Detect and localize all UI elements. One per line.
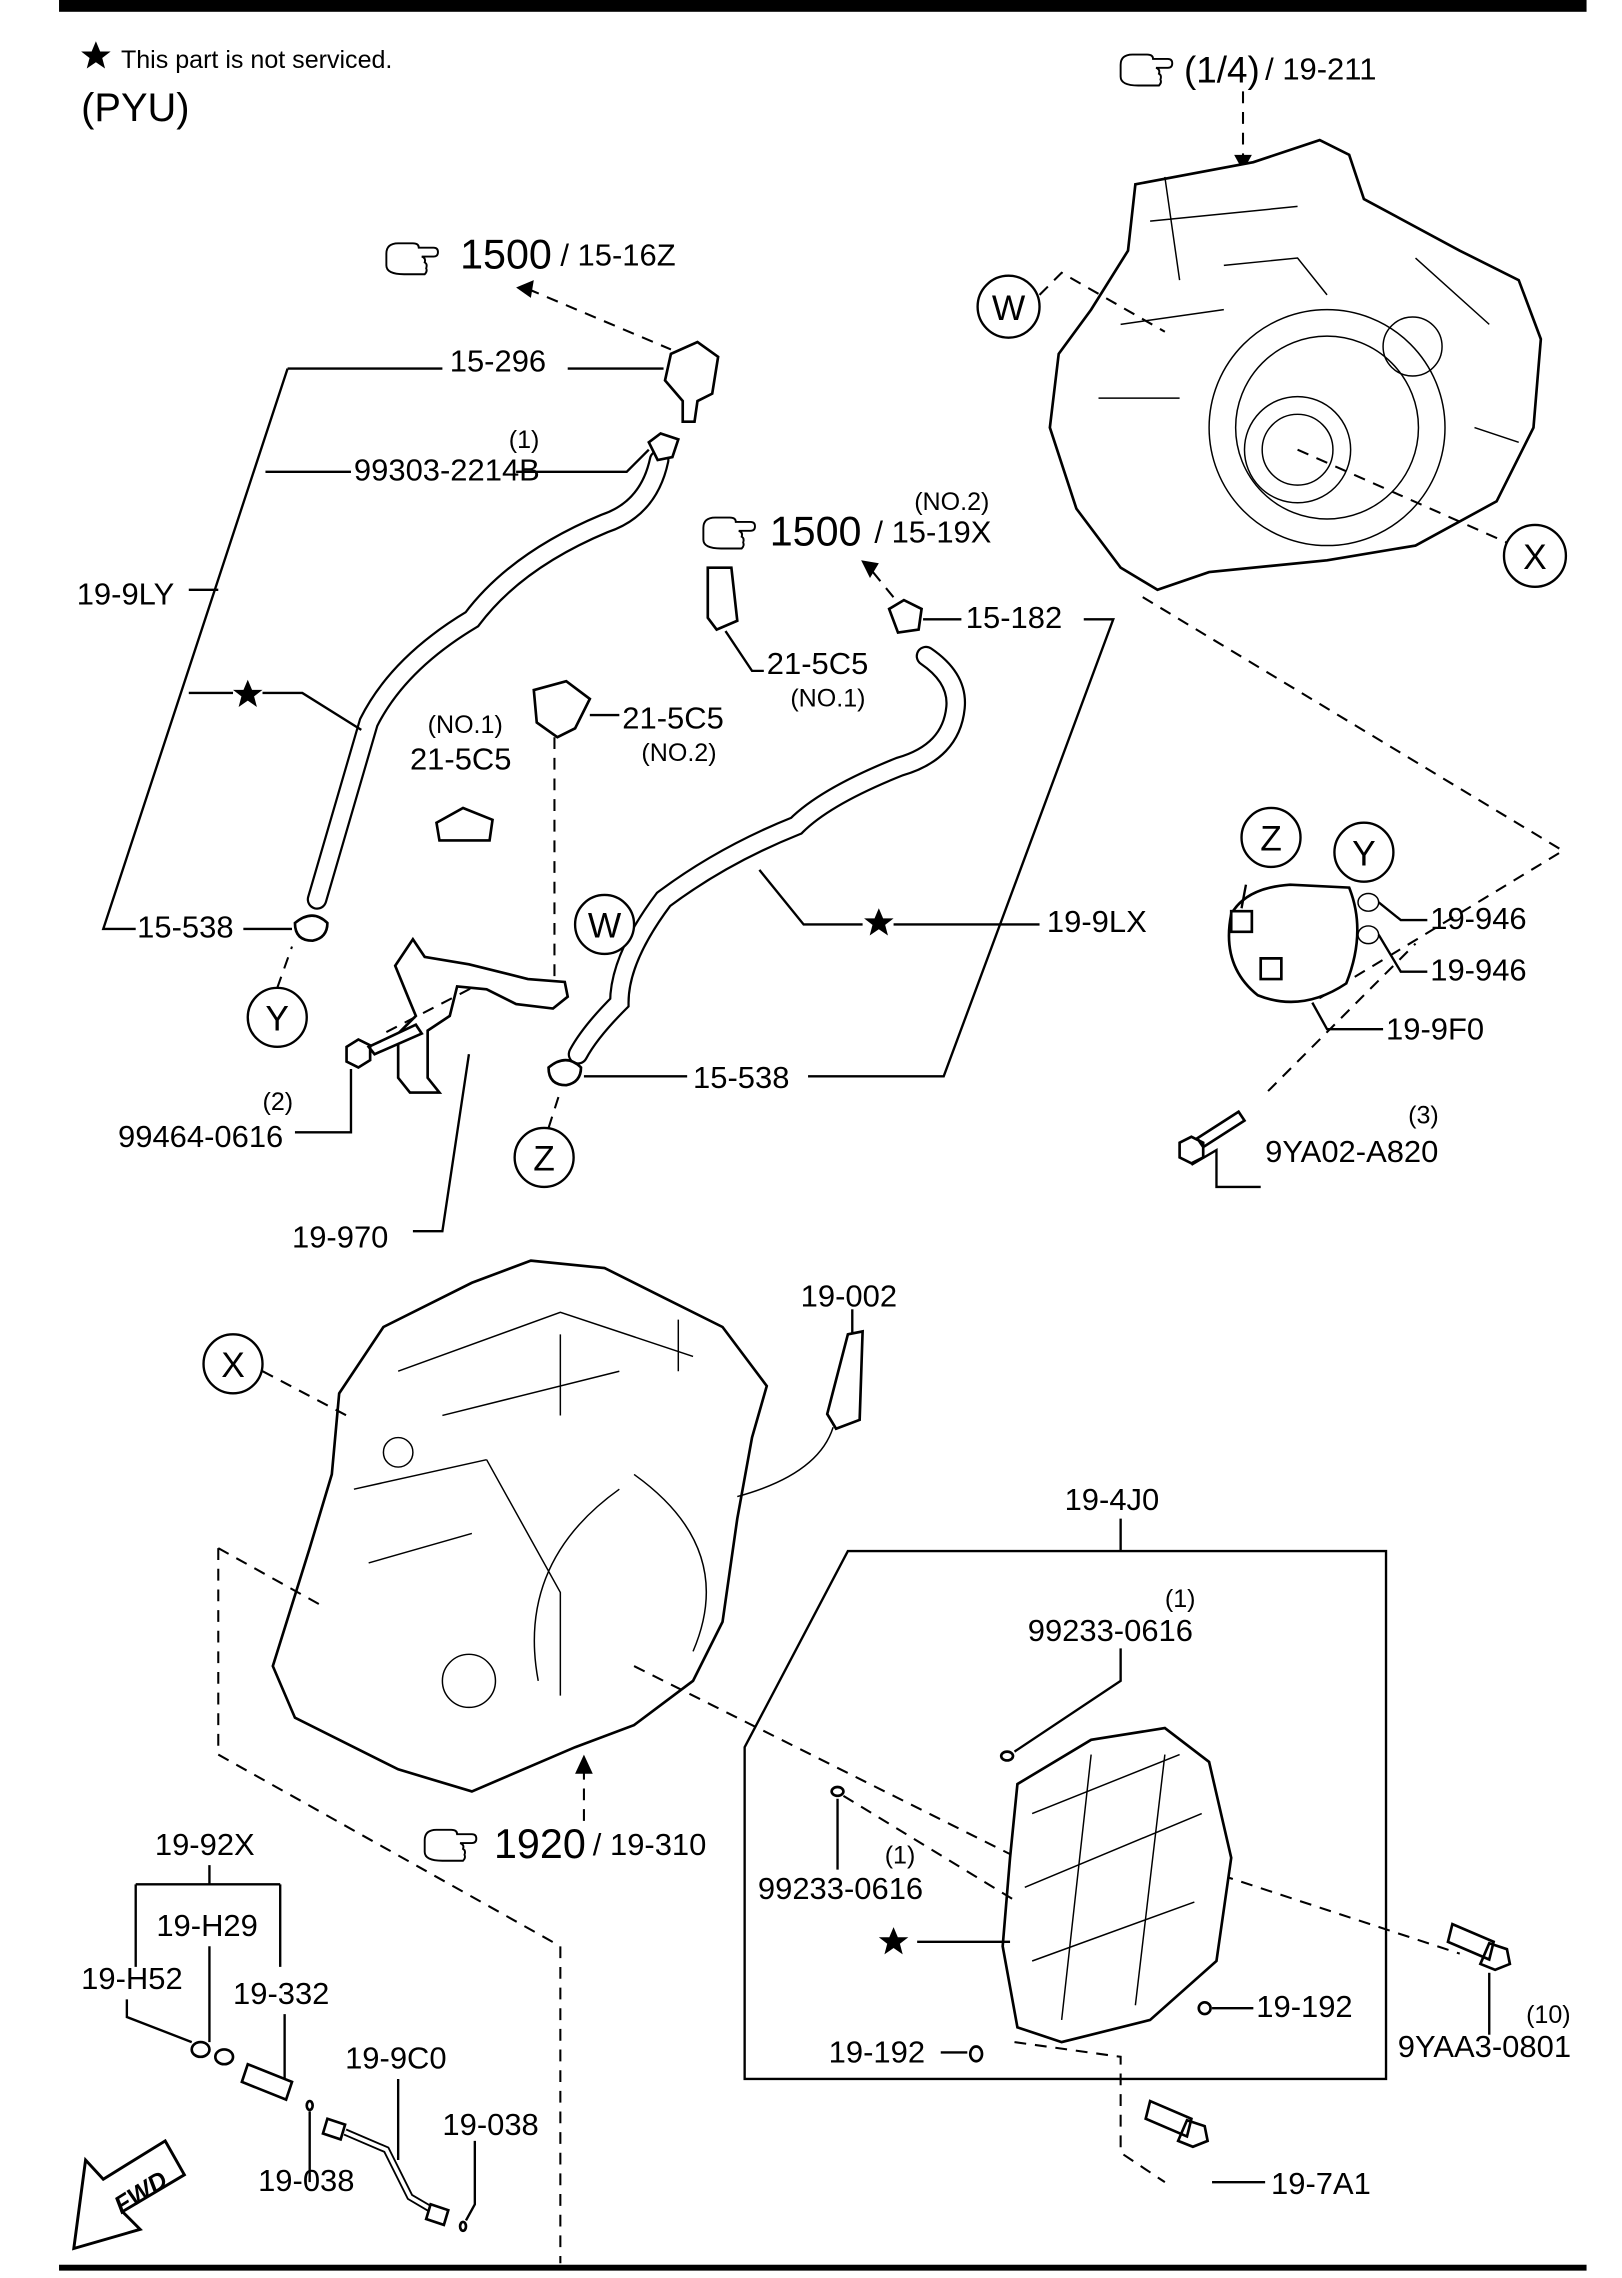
- star-icon: [233, 679, 263, 707]
- transmission-housing: [271, 1259, 864, 1793]
- label-19-332[interactable]: 19-332: [233, 1976, 329, 2011]
- callout-z: [513, 1126, 575, 1189]
- forward-direction-arrow: FWD: [72, 2138, 187, 2251]
- star-icon: [81, 41, 111, 69]
- label-99303-qty: (1): [509, 426, 540, 454]
- label-99303-2214b[interactable]: 99303-2214B: [354, 453, 540, 488]
- label-19-038-b[interactable]: 19-038: [258, 2163, 354, 2198]
- callout-w-label: W: [992, 289, 1026, 328]
- callout-x-label: X: [1523, 538, 1547, 577]
- label-99233-0616-a[interactable]: 99233-0616: [1028, 1613, 1193, 1648]
- callout-y-label: Y: [265, 1000, 289, 1039]
- ref-case-sub[interactable]: / 19-211: [1265, 52, 1376, 87]
- label-19-h52[interactable]: 19-H52: [81, 1961, 183, 1996]
- callout-w: [976, 274, 1041, 339]
- bolt-99464-0616: [345, 1023, 424, 1070]
- bottom-border: [59, 2264, 1587, 2271]
- label-15-538-a[interactable]: 15-538: [137, 910, 233, 945]
- label-19-h29[interactable]: 19-H29: [156, 1908, 258, 1943]
- top-border: [59, 0, 1587, 12]
- hose-19-9lx: [547, 598, 967, 1087]
- label-19-002[interactable]: 19-002: [801, 1278, 897, 1313]
- label-19-192-a[interactable]: 19-192: [1256, 1989, 1352, 2024]
- label-9ya02-qty: (3): [1408, 1102, 1439, 1130]
- part-21-5c5-no1-left: [435, 806, 494, 842]
- callout-x-label: X: [221, 1346, 245, 1385]
- label-15-296[interactable]: 15-296: [450, 344, 546, 379]
- oil-cooler: [1178, 883, 1380, 1165]
- label-21-5c5-no2-qualifier: (NO.2): [641, 739, 716, 767]
- callout-z: [1240, 806, 1302, 869]
- ref-housing-main[interactable]: 1920: [494, 1821, 586, 1867]
- ref-sensor-2-main[interactable]: 1500: [770, 509, 862, 555]
- label-21-5c5-no1-left-qualifier: (NO.1): [428, 711, 503, 739]
- label-15-182[interactable]: 15-182: [966, 600, 1062, 635]
- label-9yaa3-0801[interactable]: 9YAA3-0801: [1398, 2029, 1571, 2064]
- label-19-9f0[interactable]: 19-9F0: [1386, 1011, 1484, 1046]
- callout-x: [1502, 523, 1568, 589]
- transmission-case: [1048, 138, 1543, 592]
- label-19-7a1[interactable]: 19-7A1: [1271, 2166, 1371, 2201]
- label-99233-a-qty: (1): [1165, 1585, 1196, 1613]
- model-code: (PYU): [81, 86, 189, 130]
- pointing-hand-icon: [702, 516, 756, 550]
- pointing-hand-icon: [423, 1828, 478, 1862]
- label-19-4j0[interactable]: 19-4J0: [1065, 1482, 1160, 1517]
- label-19-9lx[interactable]: 19-9LX: [1047, 904, 1147, 939]
- label-99464-qty: (2): [263, 1088, 294, 1116]
- callout-w: [573, 893, 636, 956]
- star-icon: [864, 908, 894, 936]
- callout-w-label: W: [588, 907, 622, 946]
- ref-housing-sub[interactable]: / 19-310: [593, 1827, 707, 1862]
- ref-sensor-2-qualifier: (NO.2): [914, 488, 989, 516]
- label-21-5c5-no2[interactable]: 21-5C5: [622, 700, 724, 735]
- callout-x: [202, 1333, 264, 1395]
- label-19-9ly[interactable]: 19-9LY: [77, 577, 175, 612]
- part-21-5c5-no2: [532, 679, 592, 739]
- label-19-038-a[interactable]: 19-038: [442, 2107, 538, 2142]
- label-9yaa3-qty: (10): [1526, 2001, 1571, 2029]
- callout-y-label: Y: [1352, 834, 1376, 873]
- label-99233-b-qty: (1): [885, 1842, 916, 1870]
- label-19-192-b[interactable]: 19-192: [829, 2035, 925, 2070]
- hose-19-9ly: [293, 340, 720, 943]
- bracket-19-970: [393, 936, 570, 1094]
- label-19-9c0[interactable]: 19-9C0: [345, 2041, 447, 2076]
- ref-sensor-1-sub[interactable]: / 15-16Z: [560, 237, 675, 272]
- label-19-92x[interactable]: 19-92X: [155, 1827, 255, 1862]
- pointing-hand-icon: [1119, 53, 1174, 87]
- label-21-5c5-no1-left[interactable]: 21-5C5: [410, 742, 512, 777]
- label-19-946-a[interactable]: 19-946: [1430, 901, 1526, 936]
- label-19-946-b[interactable]: 19-946: [1430, 952, 1526, 987]
- ref-case-main[interactable]: (1/4): [1184, 50, 1260, 91]
- callout-y: [1333, 821, 1395, 883]
- valve-body: [830, 1726, 1512, 2149]
- label-9ya02-a820[interactable]: 9YA02-A820: [1265, 1134, 1438, 1169]
- callout-z-label: Z: [1260, 820, 1282, 859]
- not-serviced-note: This part is not serviced.: [121, 46, 392, 74]
- label-15-538-b[interactable]: 15-538: [693, 1060, 789, 1095]
- label-99233-0616-b[interactable]: 99233-0616: [758, 1871, 923, 1906]
- callout-y: [246, 986, 308, 1049]
- label-99464-0616[interactable]: 99464-0616: [118, 1119, 283, 1154]
- part-21-5c5-no1: [706, 566, 739, 632]
- star-icon: [878, 1927, 909, 1955]
- pointing-hand-icon: [385, 242, 439, 276]
- ref-sensor-1-main[interactable]: 1500: [460, 231, 552, 277]
- ref-sensor-2-sub[interactable]: / 15-19X: [874, 515, 991, 550]
- filler-tube: [190, 2040, 468, 2233]
- label-21-5c5-no1[interactable]: 21-5C5: [767, 646, 869, 681]
- label-19-970[interactable]: 19-970: [292, 1219, 388, 1254]
- label-21-5c5-no1-qualifier: (NO.1): [790, 684, 865, 712]
- callout-z-label: Z: [533, 1140, 555, 1179]
